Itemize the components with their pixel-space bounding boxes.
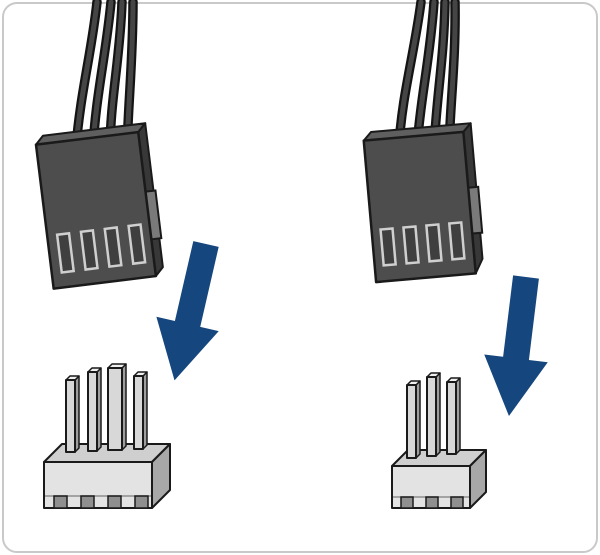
header-pin xyxy=(446,377,461,455)
header-notch xyxy=(80,495,95,509)
plug-slot xyxy=(103,226,123,269)
header-notch xyxy=(400,496,414,509)
header-pin xyxy=(133,371,148,450)
pin-front-face xyxy=(133,375,144,450)
header-pin xyxy=(107,363,127,451)
header-pin xyxy=(426,372,441,457)
pin-front-face xyxy=(446,381,457,455)
header-notch xyxy=(107,495,122,509)
plug-slot xyxy=(447,221,466,261)
header-notch xyxy=(134,495,149,509)
header-pin xyxy=(65,375,80,453)
pin-front-face xyxy=(406,384,417,459)
plug-slot xyxy=(127,223,147,266)
right-plug-body xyxy=(362,122,484,284)
header-pin xyxy=(406,380,421,459)
header-pin xyxy=(87,367,102,452)
header-notch xyxy=(53,495,68,509)
left-insertion-arrow xyxy=(156,241,219,381)
header-notch xyxy=(425,496,439,509)
plug-slot xyxy=(379,227,397,267)
plug-slot xyxy=(425,223,443,263)
right-pin-header xyxy=(391,372,487,509)
wire xyxy=(71,0,102,153)
header-notch xyxy=(450,496,464,509)
plug-slot xyxy=(55,231,76,274)
plug-slot xyxy=(402,225,420,265)
pin-front-face xyxy=(87,371,98,452)
plug-slot xyxy=(79,228,99,271)
left-pin-header xyxy=(43,363,171,509)
left-plug-body xyxy=(34,122,164,290)
pin-front-face xyxy=(65,379,76,453)
right-insertion-arrow xyxy=(484,275,548,416)
pin-front-face xyxy=(426,376,437,457)
pin-front-face xyxy=(107,367,123,451)
